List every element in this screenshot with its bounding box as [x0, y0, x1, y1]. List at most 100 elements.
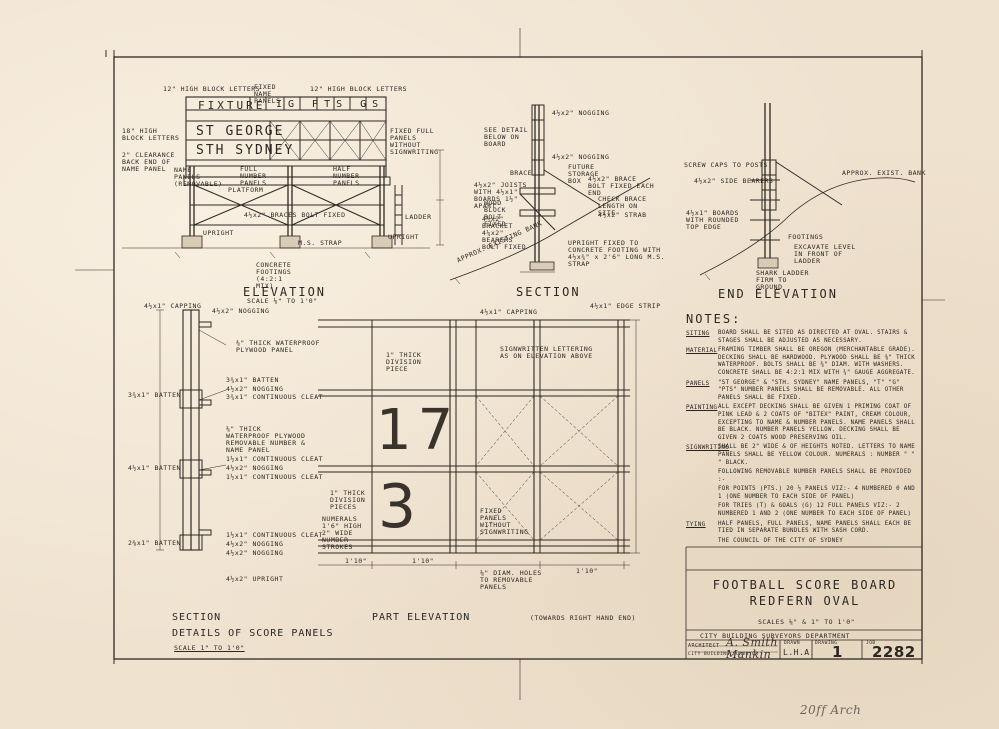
end-label: APPROX. EXIST. BANK	[842, 169, 926, 177]
sect-label: FUTURE STORAGE BOX	[568, 163, 599, 185]
sect-label: WOOD BLOCK BOLT FIXED	[484, 199, 507, 228]
note-item: FOR TRIES (T) & GOALS (G) 12 FULL PANELS…	[686, 503, 918, 518]
detail-section-drawing	[156, 309, 227, 551]
detail-label: 3¾x1" BATTEN	[128, 391, 181, 399]
detail-label: 1" THICK DIVISION PIECE	[386, 351, 422, 373]
note-text: SHALL BE 2" WIDE & OF HEIGHTS NOTED. LET…	[718, 444, 916, 466]
note-text: ALL EXCEPT DECKING SHALL BE GIVEN 1 PRIM…	[718, 404, 916, 441]
end-label: SHARK LADDER FIRM TO GROUND	[756, 269, 809, 291]
detail-label: 4½x1" BATTEN	[128, 464, 181, 472]
end-label: EXCAVATE LEVEL IN FRONT OF LADDER	[794, 243, 856, 265]
note-key: PAINTING	[686, 404, 718, 412]
detail-label: 1½x1" CONTINUOUS CLEAT	[226, 455, 324, 463]
dimension-label: 1'10"	[412, 557, 435, 565]
end-elevation-title: END ELEVATION	[718, 287, 838, 301]
note-item: TYING HALF PANELS, FULL PANELS, NAME PAN…	[686, 521, 918, 536]
note-item: FOLLOWING REMOVABLE NUMBER PANELS SHALL …	[686, 469, 918, 484]
notes-list: SITING BOARD SHALL BE SITED AS DIRECTED …	[686, 330, 918, 547]
end-label: FOOTINGS	[788, 233, 824, 241]
note-key	[686, 503, 718, 518]
elev-label: 12" HIGH BLOCK LETTERS	[310, 85, 408, 93]
part-elevation-title: PART ELEVATION	[372, 612, 471, 623]
note-text: BOARD SHALL BE SITED AS DIRECTED AT OVAL…	[718, 330, 908, 344]
sign-team-1: ST GEORGE	[196, 124, 285, 139]
elevation-title: ELEVATION	[243, 285, 327, 299]
note-key: TYING	[686, 520, 706, 528]
detail-label: 1" THICK DIVISION PIECES	[330, 489, 366, 511]
sect-label: 4½x2" BRACE BOLT FIXED EACH END	[588, 175, 655, 197]
note-text: FOR TRIES (T) & GOALS (G) 12 FULL PANELS…	[718, 503, 912, 518]
dimension-label: 1'10"	[345, 557, 368, 565]
department-name: CITY BUILDING SURVEYORS DEPARTMENT	[700, 632, 851, 640]
detail-label: ⅜" THICK WATERPROOF PLYWOOD REMOVABLE NU…	[226, 425, 306, 454]
note-text: FOLLOWING REMOVABLE NUMBER PANELS SHALL …	[718, 469, 912, 483]
sign-fixture-label: FIXTURE	[198, 99, 266, 112]
sect-label: SEE DETAIL BELOW ON BOARD	[484, 126, 529, 148]
note-key	[686, 486, 718, 501]
detail-label: ⅜" THICK WATERPROOF PLYWOOD PANEL	[236, 339, 320, 354]
elev-label: 4½x2" BRACES BOLT FIXED	[244, 211, 346, 219]
details-scale: SCALE 1" TO 1'0"	[174, 644, 245, 652]
detail-label: 3¾x1" BATTEN	[226, 376, 279, 384]
note-key: SITING	[686, 330, 710, 337]
elev-label: UPRIGHT	[203, 229, 234, 237]
detail-label: 4½x1" CAPPING	[480, 308, 538, 316]
detail-label: 4½x1" EDGE STRIP	[590, 302, 661, 310]
note-key: PANELS	[686, 379, 710, 387]
elev-label: FULL NUMBER PANELS	[240, 165, 267, 187]
elev-label: 12" HIGH BLOCK LETTERS	[163, 85, 261, 93]
note-item: FOR POINTS (PTS.) 20 ½ PANELS VIZ:- 4 NU…	[686, 486, 918, 501]
detail-label: FIXED PANELS WITHOUT SIGNWRITING	[480, 507, 529, 536]
pencil-annotation: 20ff Arch	[800, 703, 862, 717]
elev-label: PLATFORM	[228, 186, 264, 194]
elev-label: NAME PANELS (REMOVABLE)	[174, 166, 223, 188]
part-elevation-note: (TOWARDS RIGHT HAND END)	[530, 614, 636, 622]
architect-label: ARCHITECT	[688, 643, 720, 649]
detail-label: 4½x2" NOGGING	[226, 549, 284, 557]
detail-label: 4½x2" NOGGING	[226, 464, 284, 472]
note-key	[686, 538, 718, 546]
elev-label: 18" HIGH BLOCK LETTERS	[122, 127, 180, 142]
drawn-value: L.H.A.	[783, 648, 815, 657]
architect-signature: A. Smith	[726, 636, 778, 649]
detail-label: 4½x2" UPRIGHT	[226, 575, 284, 583]
drawing-label: DRAWING	[815, 641, 838, 646]
sect-label: CHECK BRACE LENGTH ON SITE	[598, 195, 647, 217]
surveyor-label: CITY BUILDING SURVEYOR	[688, 652, 759, 657]
note-key	[686, 469, 718, 484]
drawing-title: FOOTBALL SCORE BOARD	[712, 578, 898, 592]
end-label: 4½x1" BOARDS WITH ROUNDED TOP EDGE	[686, 209, 739, 231]
note-item: PAINTING ALL EXCEPT DECKING SHALL BE GIV…	[686, 404, 918, 442]
ground-hatch	[174, 251, 711, 285]
drawing-number: 1	[832, 643, 843, 661]
dimension-label: 1'10"	[576, 567, 599, 575]
elev-label: FIXED FULL PANELS WITHOUT SIGNWRITING	[390, 127, 439, 156]
note-text: HALF PANELS, FULL PANELS, NAME PANELS SH…	[718, 520, 912, 535]
detail-label: 2⅜x1" BATTEN	[128, 539, 181, 547]
title-block-lines	[685, 546, 922, 659]
sect-label: 4½x2" NOGGING	[552, 109, 610, 117]
end-label: SCREW CAPS TO POSTS	[684, 161, 768, 169]
note-item: MATERIAL FRAMING TIMBER SHALL BE OREGON …	[686, 347, 918, 377]
detail-section-title: SECTION	[172, 612, 222, 623]
note-text: THE COUNCIL OF THE CITY OF SYDNEY	[718, 537, 844, 544]
detail-label: NUMERALS 1'6" HIGH 2" WIDE NUMBER STROKE…	[322, 515, 362, 551]
note-text: "ST GEORGE" & "STH. SYDNEY" NAME PANELS,…	[718, 379, 904, 401]
surveyor-signature: Mankin	[726, 648, 772, 661]
notes-title: NOTES:	[686, 312, 742, 326]
sign-team-2: STH SYDNEY	[196, 143, 295, 158]
note-text: FRAMING TIMBER SHALL BE OREGON (MERCHANT…	[718, 347, 916, 376]
details-title: DETAILS OF SCORE PANELS	[172, 628, 334, 639]
sect-label: BRACE	[510, 169, 533, 177]
detail-label: 4½x1" CAPPING	[144, 302, 202, 310]
sect-label: UPRIGHT FIXED TO CONCRETE FOOTING WITH 4…	[568, 239, 666, 268]
elev-label: FIXED NAME PANELS	[254, 83, 281, 105]
sign-score-headers: IG PTS GS	[276, 99, 385, 110]
detail-label: 3¾x1" CONTINUOUS CLEAT	[226, 393, 324, 401]
end-elevation-drawing	[699, 103, 916, 276]
detail-label: 1½x1" CONTINUOUS CLEAT	[226, 473, 324, 481]
detail-label: 4½x2" NOGGING	[212, 307, 270, 315]
detail-label: SIGNWRITTEN LETTERING AS ON ELEVATION AB…	[500, 345, 593, 360]
